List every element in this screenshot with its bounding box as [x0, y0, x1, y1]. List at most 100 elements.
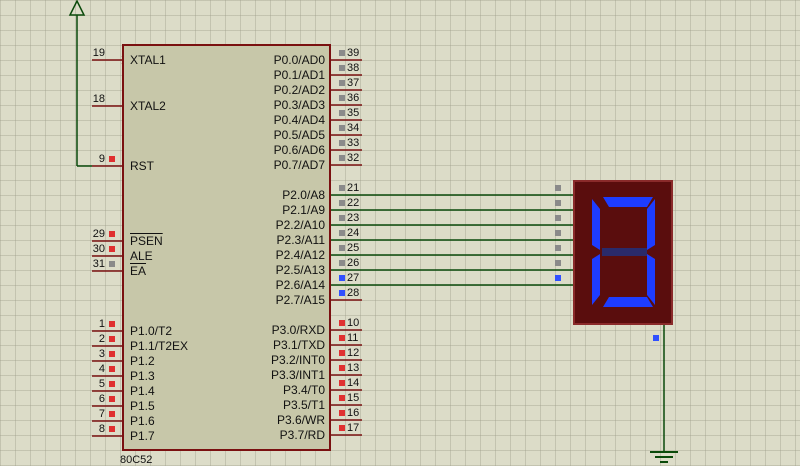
pin-state-marker	[339, 50, 345, 56]
pin-state-marker	[339, 200, 345, 206]
pin-label-p1-7: P1.7	[130, 429, 155, 443]
pin-number-17: 17	[347, 422, 360, 434]
pin-label-p1-1-t2ex: P1.1/T2EX	[130, 339, 189, 353]
pin-label-p0-1-ad1: P0.1/AD1	[273, 68, 325, 82]
pin-number-23: 23	[347, 212, 360, 224]
pin-state-marker	[339, 65, 345, 71]
pin-number-29: 29	[92, 228, 105, 240]
pin-number-39: 39	[347, 47, 360, 59]
pin-label-p1-2: P1.2	[130, 354, 155, 368]
pin-state-marker	[339, 380, 345, 386]
pin-label-p0-6-ad6: P0.6/AD6	[273, 143, 325, 157]
pin-number-6: 6	[98, 393, 105, 405]
pin-number-9: 9	[98, 153, 105, 165]
segment-g	[602, 248, 647, 256]
pin-number-3: 3	[98, 348, 105, 360]
pin-number-35: 35	[347, 107, 360, 119]
microcontroller-chip[interactable]	[122, 44, 331, 451]
pin-number-16: 16	[347, 407, 360, 419]
pin-number-4: 4	[98, 363, 105, 375]
pin-label-p3-2-int0: P3.2/INT0	[270, 353, 325, 367]
pin-state-marker	[339, 260, 345, 266]
pin-label-p2-1-a9: P2.1/A9	[282, 203, 325, 217]
pin-state-marker	[339, 80, 345, 86]
pin-state-marker	[339, 425, 345, 431]
pin-number-11: 11	[347, 332, 359, 344]
pin-label-p0-0-ad0: P0.0/AD0	[273, 53, 325, 67]
pin-state-marker	[109, 246, 115, 252]
pin-label-p2-0-a8: P2.0/A8	[282, 188, 325, 202]
pin-state-marker	[339, 230, 345, 236]
pin-state-marker	[109, 156, 115, 162]
pin-state-marker	[339, 365, 345, 371]
segment-f	[592, 199, 600, 250]
pin-label-p0-2-ad2: P0.2/AD2	[273, 83, 325, 97]
pin-number-31: 31	[92, 258, 105, 270]
segment-a	[603, 197, 653, 207]
ground-terminal[interactable]	[650, 325, 678, 463]
chip-name-label: 80C52	[120, 454, 153, 466]
pin-state-marker	[109, 321, 115, 327]
segment-d	[603, 297, 653, 307]
pin-number-5: 5	[98, 378, 105, 390]
pin-number-18: 18	[92, 93, 105, 105]
pin-state-marker	[109, 351, 115, 357]
pin-label-xtal2: XTAL2	[130, 99, 166, 113]
pin-label-p1-5: P1.5	[130, 399, 155, 413]
segment-e	[592, 254, 600, 305]
pin-state-marker	[109, 366, 115, 372]
pin-label-p1-4: P1.4	[130, 384, 155, 398]
pin-state-marker	[109, 231, 115, 237]
pin-label-ea: EA	[130, 264, 147, 278]
pin-state-marker	[339, 410, 345, 416]
pin-state-marker	[109, 381, 115, 387]
seven-segment-face	[592, 197, 655, 307]
right-pin-lines	[331, 59, 362, 436]
pin-label-p0-5-ad5: P0.5/AD5	[273, 128, 325, 142]
pin-label-p2-7-a15: P2.7/A15	[275, 293, 325, 307]
pin-number-21: 21	[347, 182, 360, 194]
pin-label-p1-6: P1.6	[130, 414, 155, 428]
pin-label-psen: PSEN	[130, 234, 163, 248]
pin-state-marker	[339, 110, 345, 116]
pin-state-marker	[339, 395, 345, 401]
pin-number-13: 13	[347, 362, 360, 374]
pin-label-xtal1: XTAL1	[130, 53, 166, 67]
pin-number-10: 10	[347, 317, 360, 329]
pin-number-1: 1	[98, 318, 105, 330]
pin-label-p3-0-rxd: P3.0/RXD	[271, 323, 325, 337]
pin-label-p1-0-t2: P1.0/T2	[130, 324, 173, 338]
pin-number-14: 14	[347, 377, 360, 389]
p2-bus-wires[interactable]	[331, 194, 573, 286]
pin-state-marker	[339, 335, 345, 341]
pin-label-p3-3-int1: P3.3/INT1	[270, 368, 325, 382]
pin-label-p1-3: P1.3	[130, 369, 155, 383]
pin-state-marker	[109, 336, 115, 342]
seven-segment-display[interactable]	[573, 180, 673, 325]
pin-state-marker	[339, 245, 345, 251]
pin-state-marker	[339, 215, 345, 221]
segment-c	[647, 254, 655, 305]
pin-number-30: 30	[92, 243, 105, 255]
pin-number-32: 32	[347, 152, 360, 164]
pin-number-22: 22	[347, 197, 360, 209]
pin-number-2: 2	[98, 333, 105, 345]
pin-label-p2-5-a13: P2.5/A13	[275, 263, 325, 277]
pin-state-marker	[109, 396, 115, 402]
pin-number-36: 36	[347, 92, 360, 104]
pin-number-38: 38	[347, 62, 360, 74]
pin-state-marker	[339, 125, 345, 131]
pin-number-26: 26	[347, 257, 360, 269]
pin-label-p3-1-txd: P3.1/TXD	[272, 338, 325, 352]
segment-b	[647, 199, 655, 250]
pin-state-marker	[109, 426, 115, 432]
display-pin-markers	[555, 185, 659, 341]
pin-number-15: 15	[347, 392, 360, 404]
pin-label-p2-2-a10: P2.2/A10	[275, 218, 325, 232]
pin-number-34: 34	[347, 122, 360, 134]
power-terminal[interactable]	[68, 0, 92, 167]
pin-number-37: 37	[347, 77, 360, 89]
pin-state-marker	[339, 185, 345, 191]
pin-number-8: 8	[98, 423, 105, 435]
